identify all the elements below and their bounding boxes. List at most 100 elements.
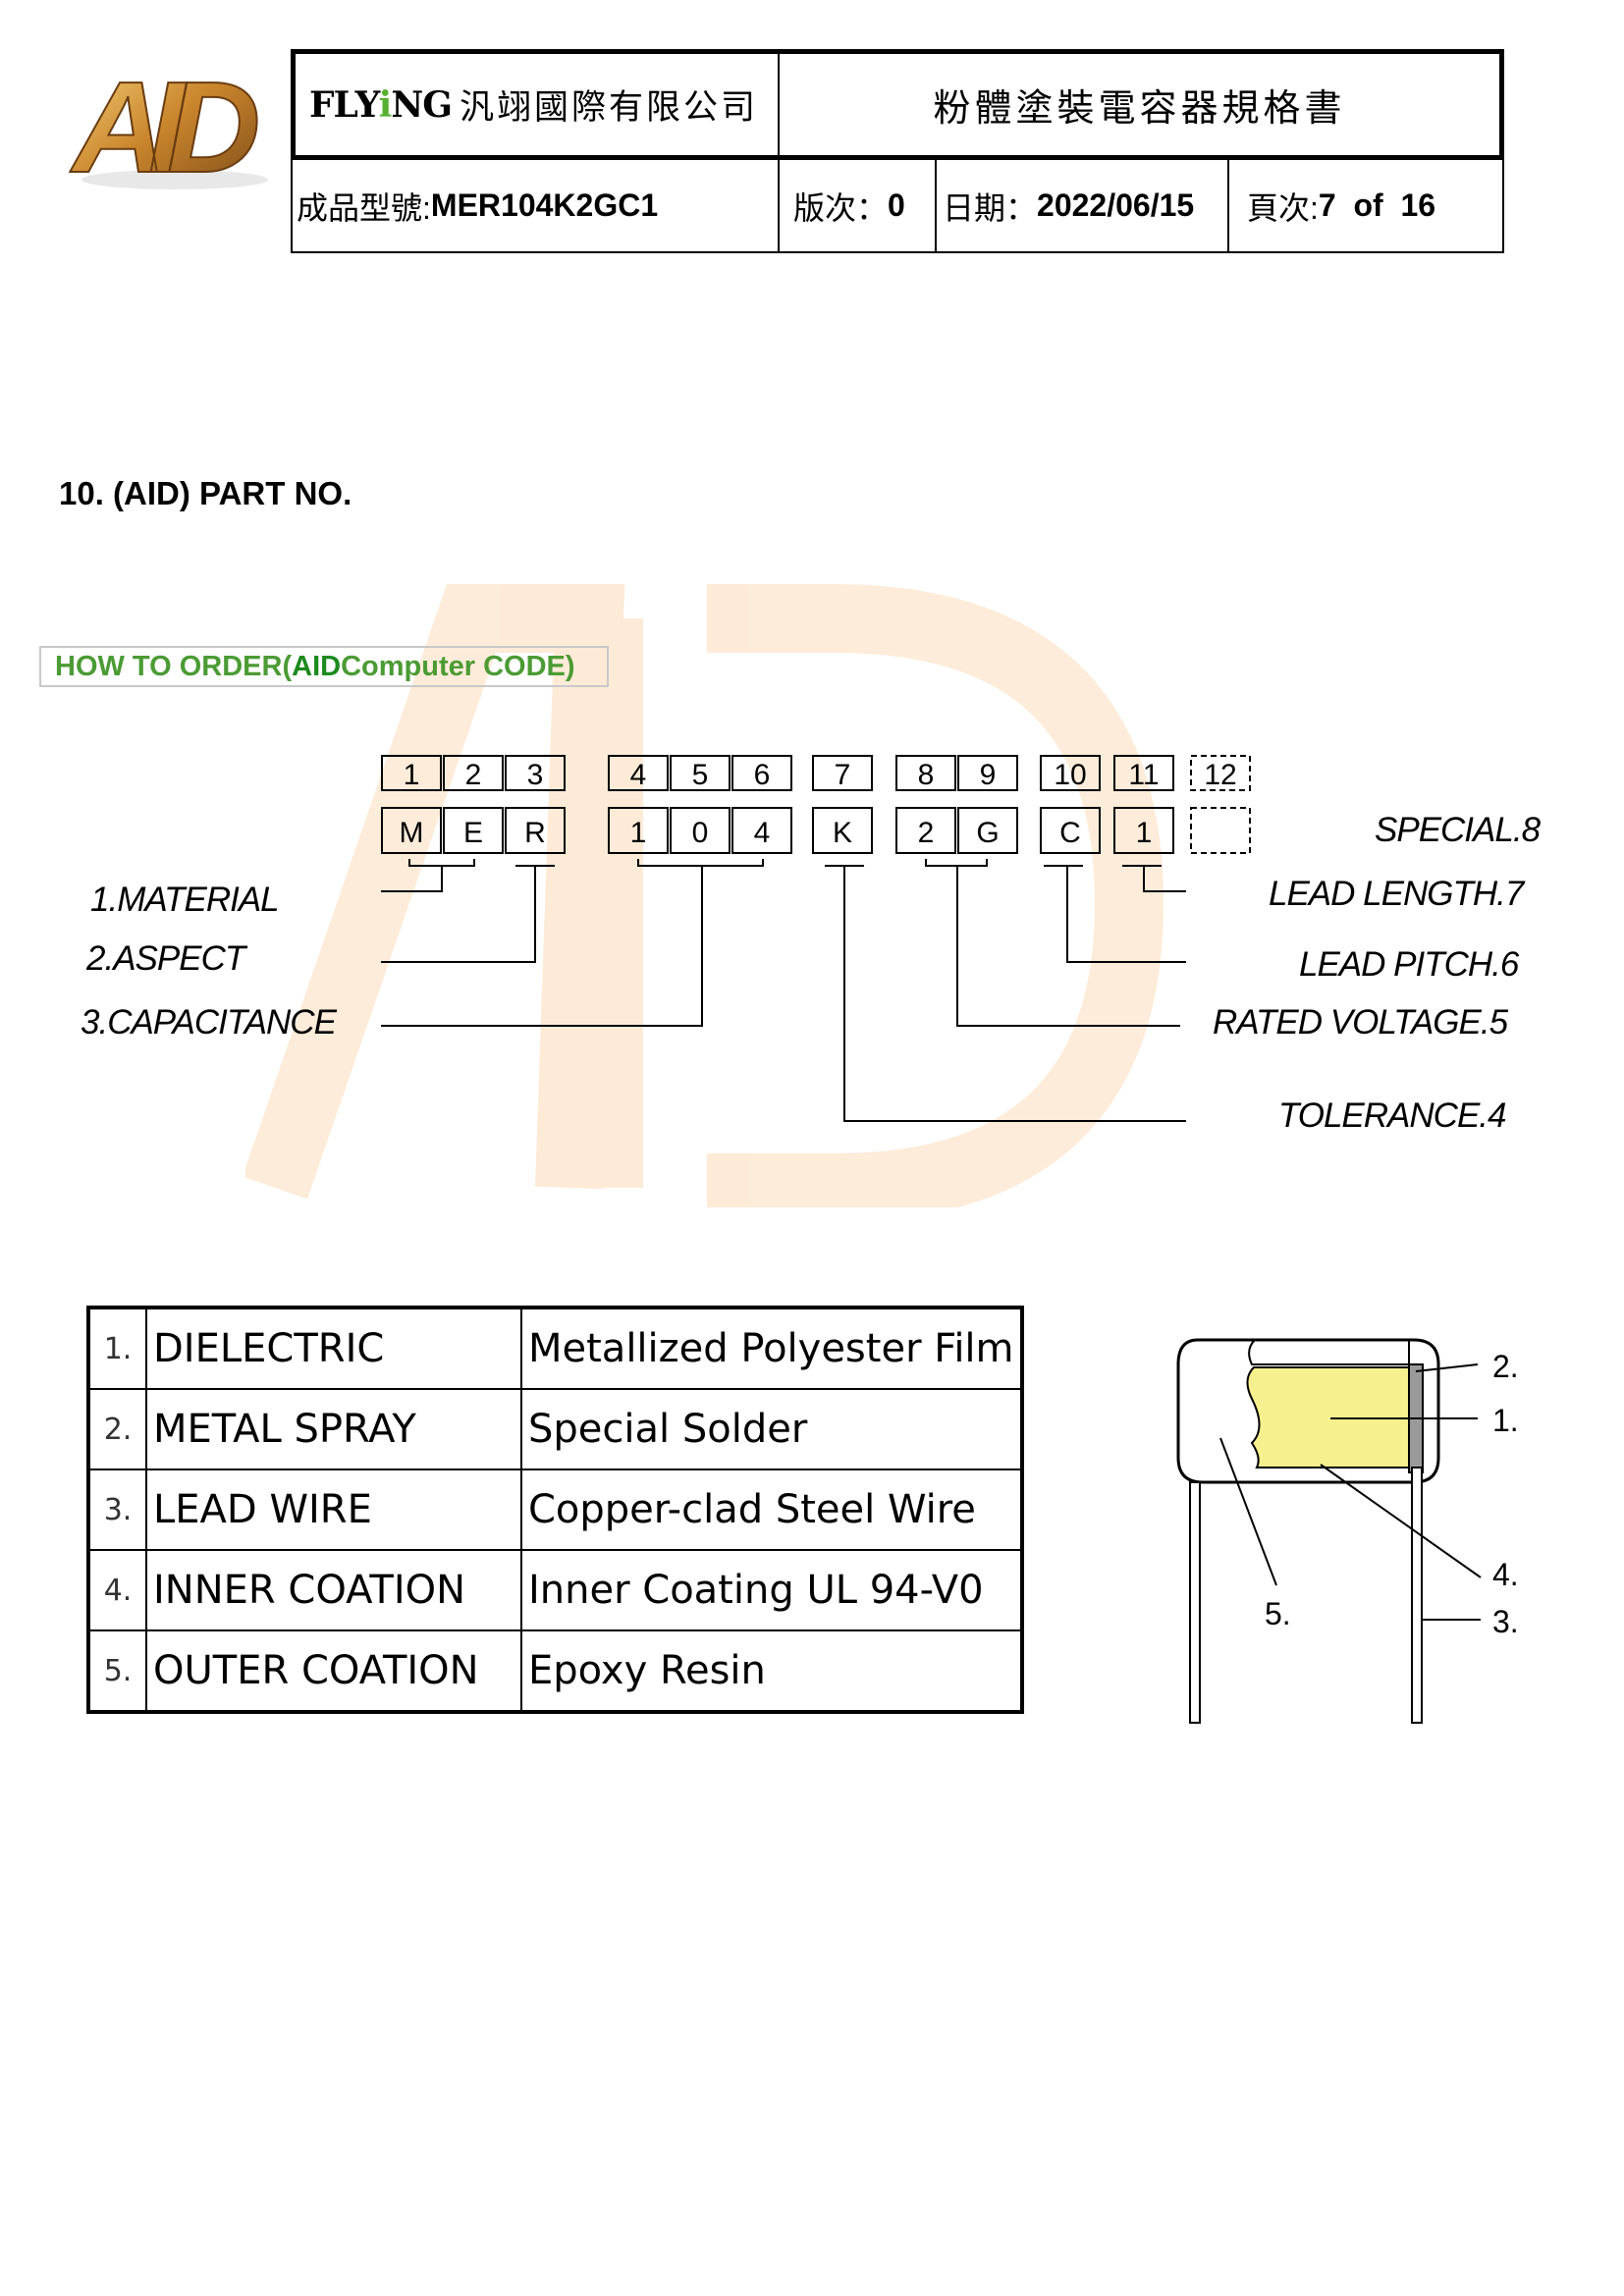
company-name: 汎翊國際有限公司 — [459, 88, 758, 128]
position-number: 4 — [630, 759, 647, 791]
field-label-special: SPECIAL.8 — [1375, 811, 1541, 849]
code-char-box — [1040, 807, 1101, 854]
component-material: Special Solder — [520, 1388, 1023, 1470]
component-number: 3. — [87, 1468, 147, 1551]
code-char-box — [957, 807, 1018, 854]
document-header: FLYiNG 汎翊國際有限公司 粉體塗裝電容器規格書 成品型號: MER104K… — [291, 49, 1504, 253]
code-char-box — [812, 807, 873, 854]
code-char-box — [1113, 807, 1174, 854]
component-number: 2. — [87, 1388, 147, 1470]
position-number: 10 — [1054, 759, 1086, 791]
model-value: MER104K2GC1 — [430, 187, 659, 223]
code-char: C — [1059, 817, 1081, 849]
position-number: 3 — [527, 759, 544, 791]
code-char: M — [400, 817, 424, 849]
lead-wire-right — [1411, 1467, 1423, 1724]
code-char-box — [731, 807, 792, 854]
component-number: 1. — [87, 1307, 147, 1390]
capacitor-diagram: 2. 1. 4. 3. 5. — [1176, 1338, 1519, 1724]
code-char: R — [524, 817, 546, 849]
position-box — [381, 755, 442, 791]
callout-2: 2. — [1492, 1349, 1519, 1384]
component-material: Epoxy Resin — [520, 1629, 1023, 1713]
code-char: E — [463, 817, 483, 849]
component-material: Copper-clad Steel Wire — [520, 1468, 1023, 1551]
position-number: 5 — [692, 759, 709, 791]
callout-3: 3. — [1492, 1604, 1519, 1639]
model-label: 成品型號: — [297, 189, 431, 226]
position-box — [957, 755, 1018, 791]
position-box — [443, 755, 504, 791]
code-char: K — [833, 817, 852, 849]
watermark-logo — [245, 584, 1164, 1207]
component-number: 5. — [87, 1629, 147, 1713]
code-char: 4 — [754, 817, 771, 849]
field-label-rated-voltage: RATED VOLTAGE.5 — [1213, 1003, 1508, 1041]
callout-4: 4. — [1492, 1557, 1519, 1592]
callout-1: 1. — [1492, 1403, 1519, 1438]
code-char-box — [608, 807, 669, 854]
component-part: METAL SPRAY — [145, 1388, 522, 1470]
code-char-box — [443, 807, 504, 854]
page-label: 頁次: — [1247, 189, 1319, 226]
position-number: 6 — [754, 759, 771, 791]
code-char: 2 — [918, 817, 935, 849]
position-box — [731, 755, 792, 791]
code-char-box — [505, 807, 566, 854]
code-char: 1 — [1136, 817, 1153, 849]
page-value: 7 of 16 — [1318, 187, 1436, 223]
position-number: 1 — [404, 759, 420, 791]
component-part: INNER COATION — [145, 1549, 522, 1631]
position-number: 2 — [465, 759, 482, 791]
position-number: 11 — [1128, 759, 1159, 791]
callout-5: 5. — [1265, 1596, 1291, 1631]
field-label-material: 1.MATERIAL — [90, 881, 280, 919]
inner-coating-shape — [1248, 1339, 1410, 1365]
position-box — [1113, 755, 1174, 791]
position-number: 9 — [980, 759, 997, 791]
position-box — [1190, 755, 1251, 791]
page-cell: 頁次: 7 of 16 — [1229, 160, 1504, 253]
position-box — [812, 755, 873, 791]
field-label-lead-pitch: LEAD PITCH.6 — [1299, 945, 1519, 984]
component-number: 4. — [87, 1549, 147, 1631]
component-part: OUTER COATION — [145, 1629, 522, 1713]
component-material: Metallized Polyester Film — [520, 1307, 1023, 1390]
field-label-lead-length: LEAD LENGTH.7 — [1269, 875, 1524, 913]
section-title: 10. (AID) PART NO. — [59, 475, 352, 511]
code-char-box — [1190, 807, 1251, 854]
position-number: 7 — [835, 759, 851, 791]
code-char-box — [670, 807, 731, 854]
dielectric-film-shape — [1246, 1366, 1410, 1468]
position-number: 12 — [1204, 759, 1236, 791]
date-label: 日期： — [943, 189, 1038, 226]
company-cell: FLYiNG 汎翊國際有限公司 — [291, 49, 780, 160]
code-char-box — [381, 807, 442, 854]
field-label-tolerance: TOLERANCE.4 — [1278, 1096, 1506, 1135]
code-char: 1 — [630, 817, 647, 849]
position-box — [505, 755, 566, 791]
component-material: Inner Coating UL 94-V0 — [520, 1549, 1023, 1631]
position-box — [670, 755, 731, 791]
code-char: G — [976, 817, 999, 849]
component-part: DIELECTRIC — [145, 1307, 522, 1390]
brand-name: FLYiNG — [309, 83, 453, 126]
document-title: 粉體塗裝電容器規格書 — [780, 49, 1504, 160]
date-value: 2022/06/15 — [1037, 187, 1195, 223]
model-cell: 成品型號: MER104K2GC1 — [291, 160, 780, 253]
position-box — [608, 755, 669, 791]
field-label-aspect: 2.ASPECT — [86, 939, 245, 978]
field-label-capacitance: 3.CAPACITANCE — [81, 1003, 337, 1041]
logo-text: AID — [70, 55, 257, 196]
position-box — [895, 755, 956, 791]
code-char: 0 — [692, 817, 709, 849]
aid-logo: AID — [69, 54, 276, 196]
position-number: 8 — [918, 759, 935, 791]
